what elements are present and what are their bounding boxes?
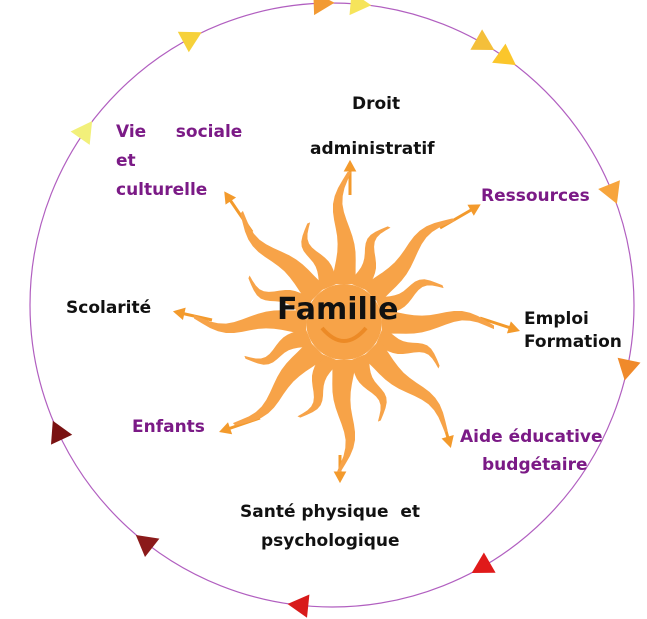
arrow-vie-head <box>224 191 237 205</box>
sun-ray <box>362 340 448 434</box>
label-psychologique: psychologique <box>261 531 400 551</box>
ring-arrow-icon <box>70 121 93 145</box>
label-ressources: Ressources <box>481 186 590 206</box>
center-label-famille: Famille <box>277 292 399 327</box>
label-budgetaire: budgétaire <box>482 455 588 475</box>
sun-icon <box>194 172 494 472</box>
sun-ray <box>382 310 494 334</box>
sun-ray <box>349 353 387 422</box>
label-droit: Droit <box>352 94 401 114</box>
ring-arrow-icon <box>471 552 496 573</box>
ring-arrow-icon <box>287 594 310 618</box>
arrow-enfants-head <box>219 422 233 435</box>
sun-ray <box>248 275 313 317</box>
ring-arrow-icon <box>598 180 620 204</box>
sun-disc <box>306 284 382 360</box>
label-sante: Santé physique et <box>240 502 420 522</box>
label-culturelle: culturelle <box>116 180 208 200</box>
ring-arrow-icon <box>617 357 641 381</box>
arrow-scolarite-head <box>172 307 186 321</box>
ring-arrow-icon <box>177 31 202 53</box>
sun-ray <box>194 310 306 334</box>
sun-smile <box>320 326 368 343</box>
sun-ray <box>244 327 313 365</box>
ring-arrow-icon <box>51 420 73 445</box>
sun-ray <box>301 222 339 291</box>
arrow-aide-head <box>441 435 454 449</box>
sun-ray <box>362 218 456 304</box>
label-scolarite: Scolarité <box>66 298 152 318</box>
label-enfants: Enfants <box>132 417 205 437</box>
sun-ray <box>375 279 444 317</box>
arrow-emploi-head <box>506 321 520 334</box>
arrow-sante-head <box>333 471 347 484</box>
ring-arrow-icon <box>470 29 495 50</box>
label-administratif: administratif <box>310 139 435 159</box>
ring-arrow-icon <box>492 43 516 66</box>
label-formation: Formation <box>524 332 622 352</box>
sun-ray <box>332 360 356 472</box>
ring-arrow-icon <box>349 0 372 16</box>
sun-ray <box>240 210 326 304</box>
sun-ray <box>375 327 440 369</box>
sun-ray <box>332 172 356 284</box>
label-et: et <box>116 151 136 171</box>
sun-ray <box>297 353 339 418</box>
label-vie-sociale: Vie sociale <box>116 122 243 142</box>
sun-ray <box>349 226 391 291</box>
arrow-droit-head <box>343 159 357 172</box>
sun-ray <box>232 340 326 426</box>
arrow-ressources-head <box>467 204 481 216</box>
ring-arrow-icon <box>313 0 335 16</box>
ring-arrows <box>51 0 641 618</box>
label-aide-educative: Aide éducative <box>460 427 603 447</box>
ring-arrow-icon <box>135 535 160 557</box>
label-emploi: Emploi <box>524 309 589 329</box>
